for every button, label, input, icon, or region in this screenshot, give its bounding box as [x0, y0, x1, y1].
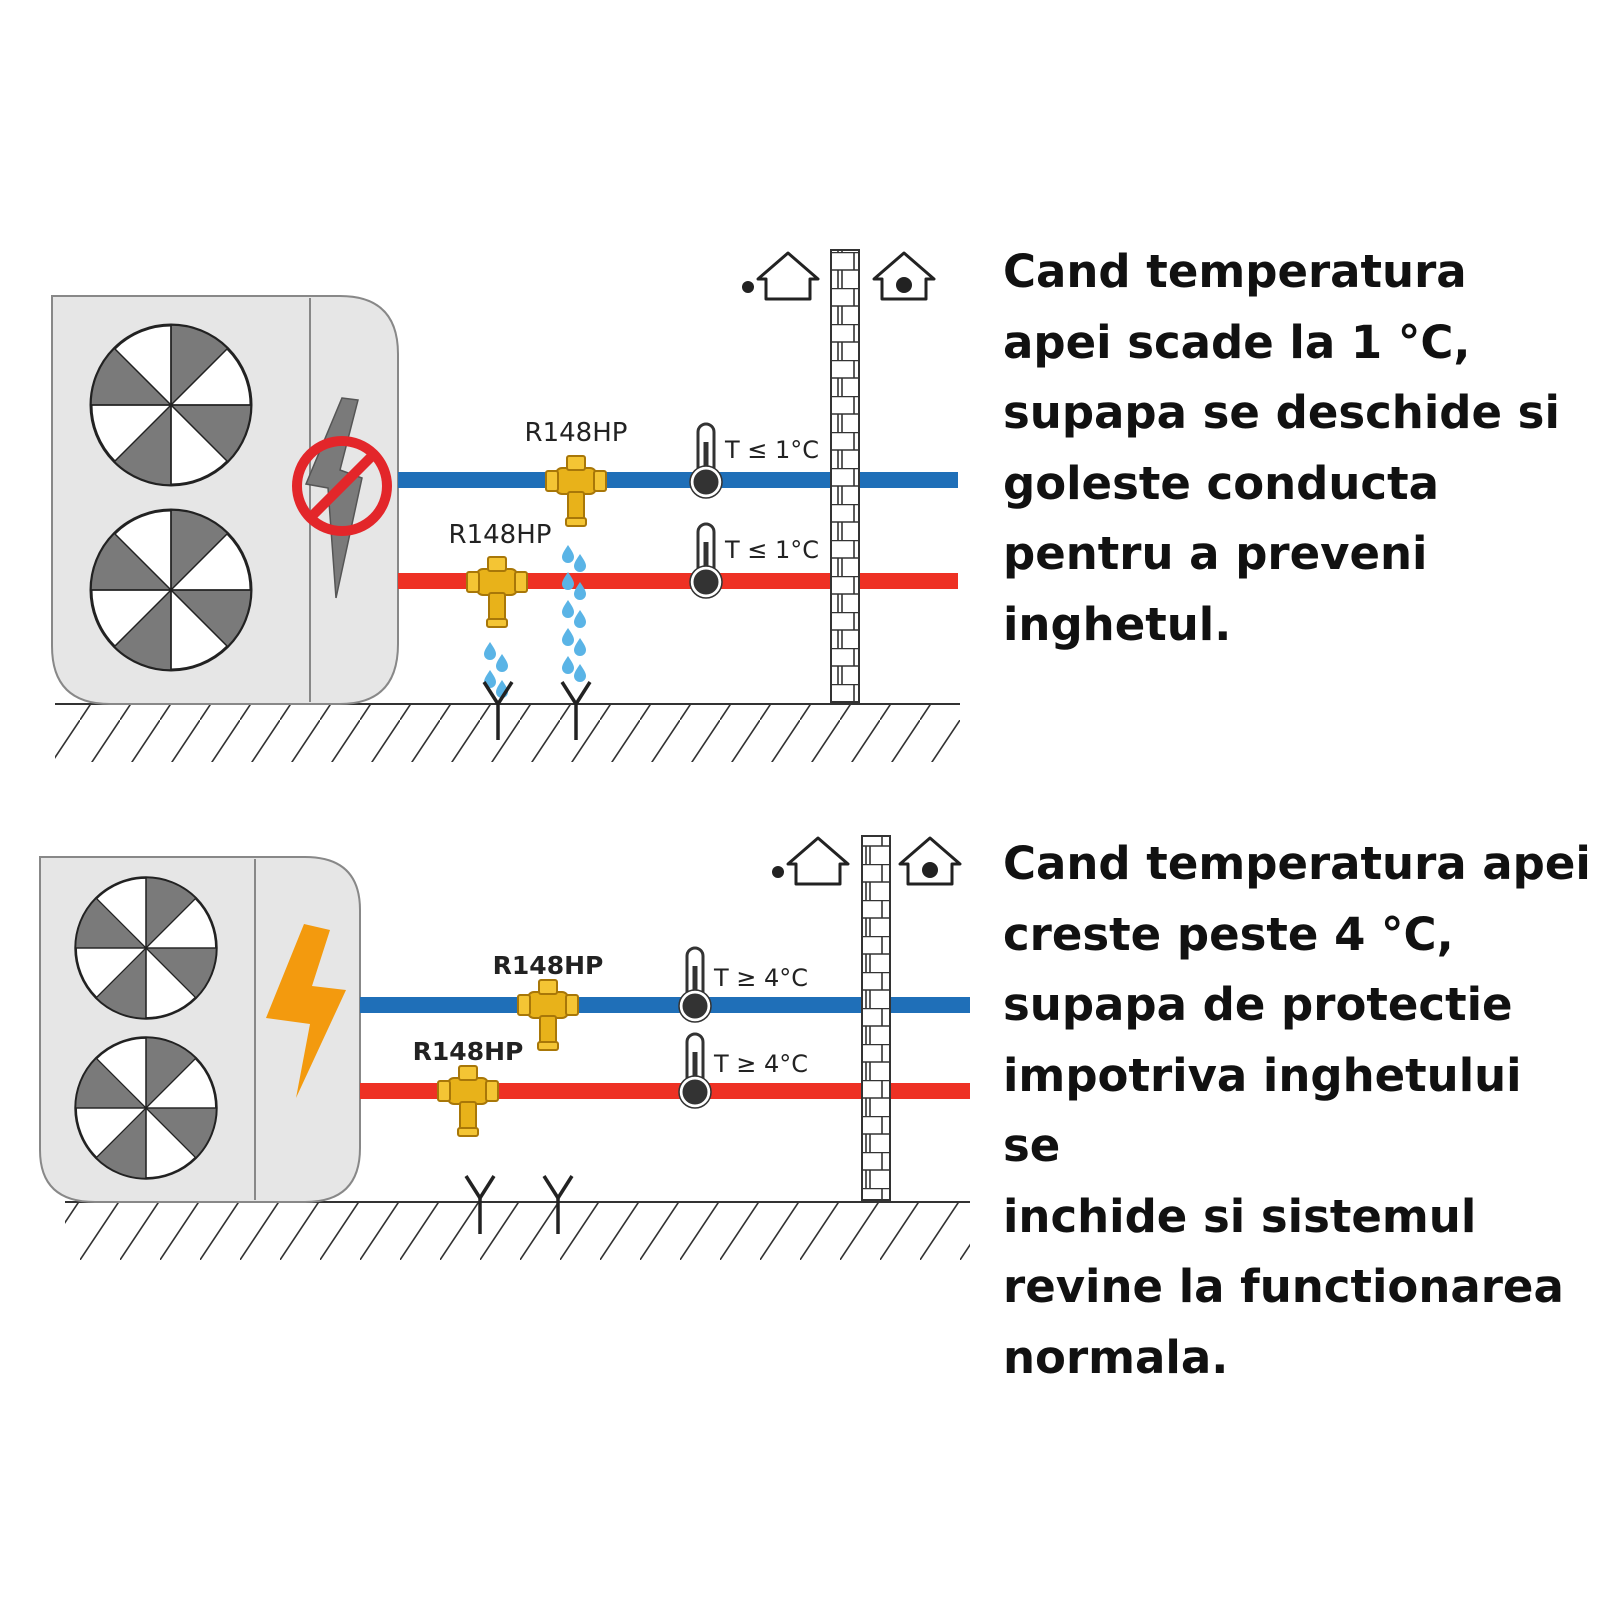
thermometer-label-supply: T ≤ 1°C: [724, 436, 819, 464]
fan-icon: [74, 876, 218, 1020]
brick-wall: [830, 249, 860, 703]
fan-icon: [74, 1036, 218, 1180]
outdoor-house-icon: [740, 251, 820, 301]
outdoor-house-icon: [770, 836, 850, 886]
thermometer-icon: [690, 424, 722, 498]
top-panel: R148HP R148HP T ≤ 1°C T ≤ 1°C: [51, 249, 960, 762]
ground-hatch: [55, 704, 960, 762]
thermometer-icon: [679, 948, 711, 1022]
thermometer-label-return: T ≤ 1°C: [724, 536, 819, 564]
brass-valve-icon: [437, 1065, 499, 1137]
indoor-house-icon: [872, 251, 936, 301]
supply-pipe: [398, 472, 958, 488]
description-normal-closed: Cand temperatura apei creste peste 4 °C,…: [1003, 837, 1591, 1384]
heat-pump-unit: [51, 295, 399, 705]
lightning-bolt-icon: [266, 924, 346, 1098]
thermometer-label-return: T ≥ 4°C: [713, 1050, 808, 1078]
thermometer-icon: [690, 524, 722, 598]
valve-label-supply: R148HP: [525, 418, 628, 448]
brass-valve-icon: [545, 455, 607, 527]
brass-valve-icon: [466, 556, 528, 628]
valve-label-return: R148HP: [449, 520, 552, 550]
valve-label-return: R148HP: [413, 1037, 524, 1066]
bottom-panel: R148HP R148HP T ≥ 4°C T ≥ 4°C: [39, 835, 970, 1260]
heat-pump-unit: [39, 856, 361, 1203]
return-pipe: [398, 573, 958, 589]
valve-label-supply: R148HP: [493, 951, 604, 980]
fan-icon: [89, 508, 253, 672]
return-pipe: [360, 1083, 970, 1099]
no-power-icon: [292, 436, 392, 536]
fan-icon: [89, 323, 253, 487]
brass-valve-icon: [517, 979, 579, 1051]
brick-wall: [861, 835, 891, 1201]
description-frost-open: Cand temperatura apei scade la 1 °C, sup…: [1003, 245, 1560, 651]
ground-hatch: [65, 1202, 970, 1260]
thermometer-label-supply: T ≥ 4°C: [713, 964, 808, 992]
indoor-house-icon: [898, 836, 962, 886]
supply-pipe: [360, 997, 970, 1013]
thermometer-icon: [679, 1034, 711, 1108]
